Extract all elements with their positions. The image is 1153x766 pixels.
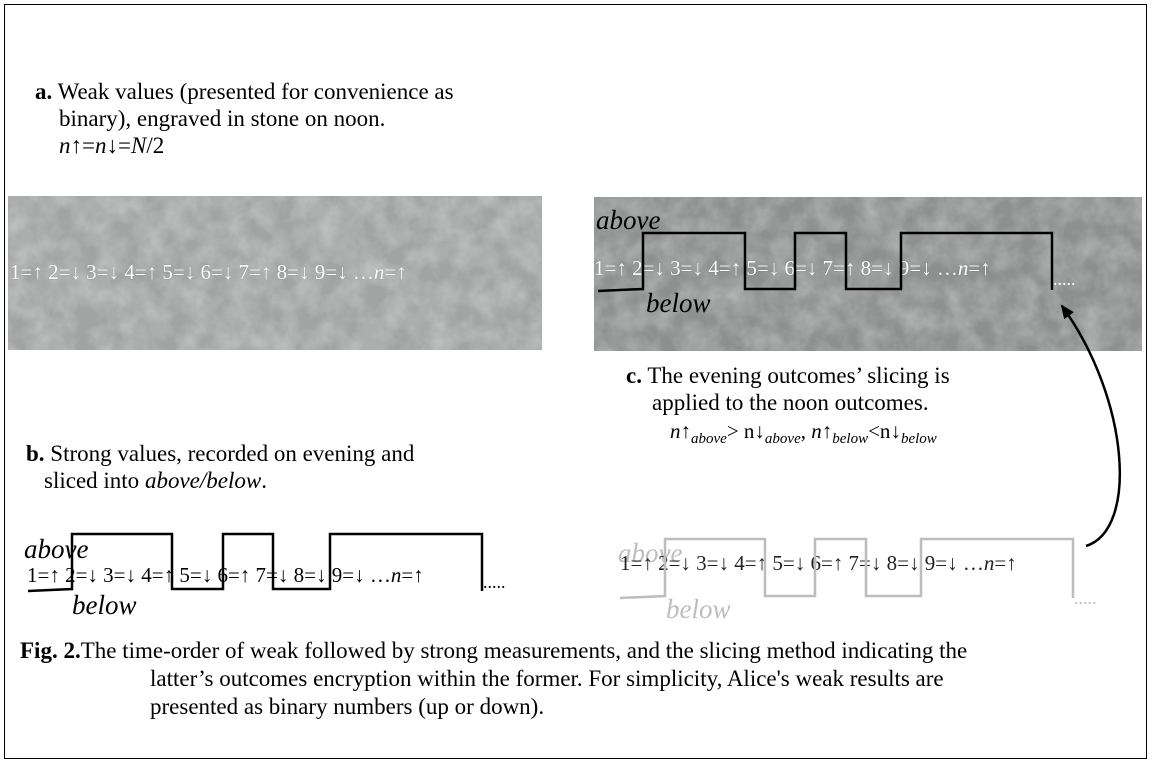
panel-b-label: b.	[26, 441, 45, 466]
stone-tablet-a: 1=↑ 2=↓ 3=↓ 4=↑ 5=↓ 6=↓ 7=↑ 8=↓ 9=↓ …n=↑	[8, 196, 542, 350]
figure-caption: Fig. 2.The time-order of weak followed b…	[20, 637, 1135, 721]
panel-c-label: c.	[626, 363, 642, 388]
figure-caption-label: Fig. 2.	[20, 638, 81, 663]
stone-c-sequence: 1=↑ 2=↓ 3=↓ 4=↑ 5=↓ 6=↓ 7=↑ 8=↓ 9=↓ …n=↑	[594, 256, 991, 280]
panel-b-dots: .....	[483, 572, 506, 592]
panel-a-label: a.	[35, 79, 53, 104]
panel-c-relation: n↑above> n↓above, n↑below<n↓below	[670, 419, 937, 448]
panel-b-line2: sliced into above/below.	[44, 468, 267, 493]
panel-b-sequence: 1=↑ 2=↓ 3=↓ 4=↑ 5=↓ 6=↑ 7=↓ 8=↓ 9=↓ …n=↑	[27, 563, 424, 587]
stone-tablet-c: 1=↑ 2=↓ 3=↓ 4=↑ 5=↓ 6=↓ 7=↑ 8=↓ 9=↓ …n=↑…	[594, 197, 1142, 351]
panel-b-caption: b. Strong values, recorded on evening an…	[26, 440, 414, 494]
panel-a-line1: Weak values (presented for convenience a…	[57, 79, 454, 104]
stone-c-above-label: above	[596, 205, 661, 235]
panel-a-formula: n↑=n↓=N/2	[59, 133, 165, 158]
panel-a-caption: a. Weak values (presented for convenienc…	[35, 78, 454, 159]
panel-b-below-label: below	[72, 590, 137, 620]
figure-frame	[4, 4, 1147, 759]
figure-caption-line3: presented as binary numbers (up or down)…	[150, 694, 545, 719]
stone-texture-a	[8, 196, 542, 350]
panel-c-caption: c. The evening outcomes’ slicing is appl…	[626, 362, 950, 453]
panel-c-line1: The evening outcomes’ slicing is	[647, 363, 950, 388]
panel-b-line1: Strong values, recorded on evening and	[50, 441, 415, 466]
panel-c-below-label: below	[666, 594, 731, 624]
stone-c-below-label: below	[646, 288, 711, 318]
stone-a-sequence: 1=↑ 2=↓ 3=↓ 4=↑ 5=↓ 6=↓ 7=↑ 8=↓ 9=↓ …n=↑	[10, 260, 407, 284]
panel-c-gray-dots: .....	[1074, 588, 1097, 608]
stone-c-dots: .....	[1053, 269, 1076, 289]
panel-a-line2: binary), engraved in stone on noon.	[59, 106, 386, 131]
panel-b-above-label: above	[24, 534, 89, 564]
figure-caption-line1: The time-order of weak followed by stron…	[80, 638, 968, 663]
panel-c-line2: applied to the noon outcomes.	[652, 390, 929, 415]
figure-caption-line2: latter’s outcomes encryption within the …	[150, 666, 944, 691]
panel-c-gray-sequence: 1=↑ 2=↓ 3=↓ 4=↑ 5=↓ 6=↑ 7=↓ 8=↓ 9=↓ …n=↑	[620, 551, 1017, 575]
